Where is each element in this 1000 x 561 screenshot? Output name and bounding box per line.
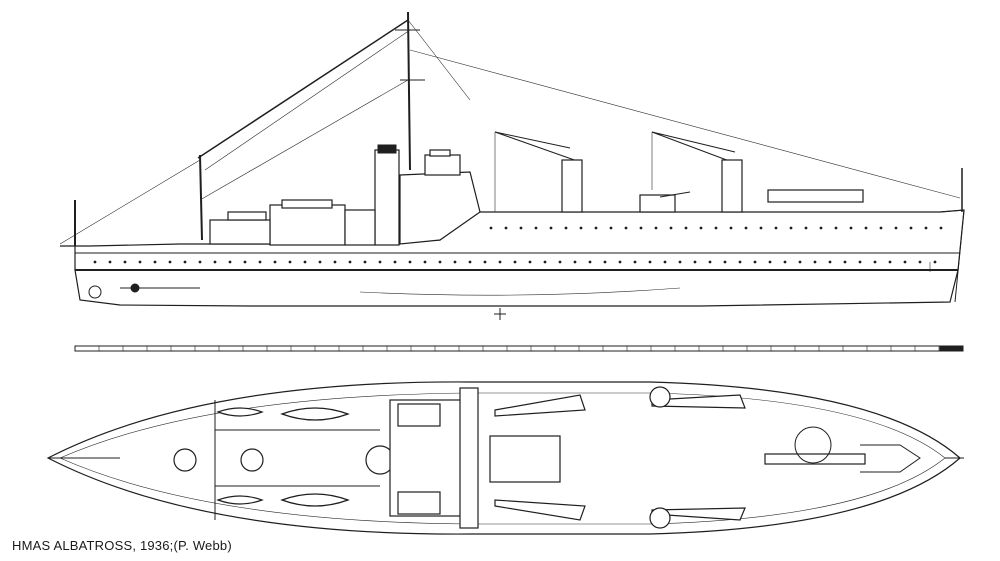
fwd-turret-b <box>240 448 264 472</box>
profile-hull <box>60 209 965 307</box>
scale-bar <box>74 345 964 352</box>
drawing-caption: HMAS ALBATROSS, 1936;(P. Webb) <box>12 538 232 553</box>
main-mast <box>407 11 411 171</box>
catapult-plan <box>764 453 866 465</box>
plan-view <box>46 381 964 535</box>
funnel <box>374 149 400 246</box>
portholes <box>93 226 943 264</box>
hangar-deck <box>489 435 561 483</box>
crane-fwd <box>651 131 743 213</box>
profile-view <box>59 11 965 320</box>
crane-aft <box>494 131 583 213</box>
aft-mast <box>199 154 203 241</box>
catapult <box>767 189 864 203</box>
fwd-turret-a <box>173 448 197 472</box>
